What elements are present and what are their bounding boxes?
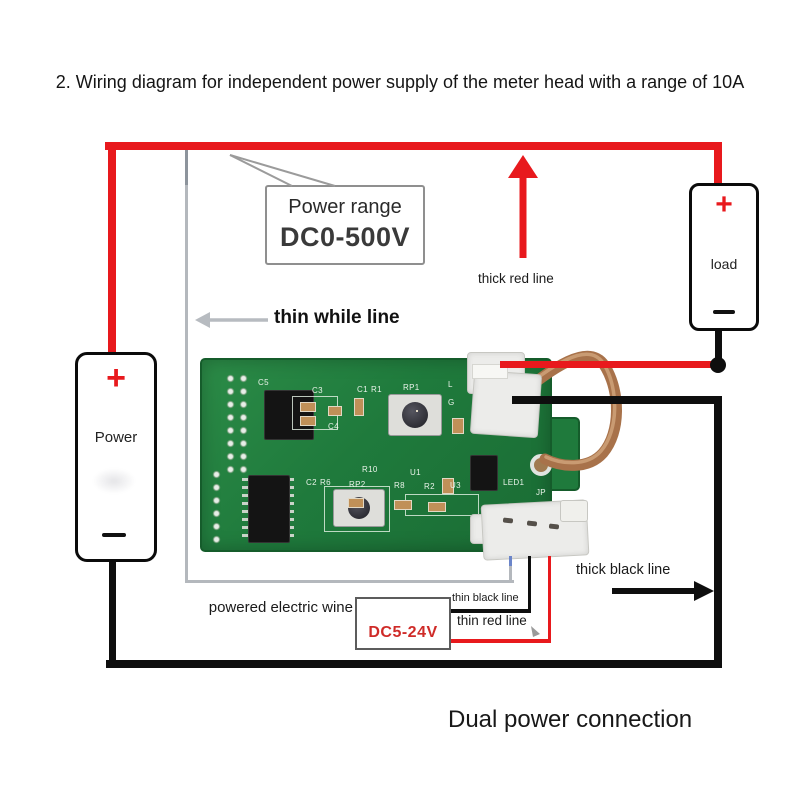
thick-black-wire-right xyxy=(714,396,722,668)
pcb-resistor xyxy=(428,502,446,512)
red-arrow-shaft xyxy=(519,174,527,258)
pcb-resistor xyxy=(354,398,364,416)
callout-line xyxy=(229,154,336,187)
pcb-resistor xyxy=(300,416,316,426)
thick-black-wire-left xyxy=(108,554,116,668)
pcb-resistor xyxy=(394,500,412,510)
pcb-silk-label: C1 xyxy=(357,385,368,394)
pcb-header-pads xyxy=(224,372,250,476)
red-wire-pcb-to-load xyxy=(500,361,714,368)
thick-red-wire-to-load xyxy=(714,142,722,186)
footer-caption: Dual power connection xyxy=(448,706,693,733)
thick-black-wire-bottom xyxy=(106,660,722,668)
pcb-silk-label: C4 xyxy=(328,422,339,431)
pcb-silk-label: RP1 xyxy=(403,383,420,392)
diagram-title: 2. Wiring diagram for independent power … xyxy=(55,72,745,92)
thin-white-wire-top-segment xyxy=(184,147,188,185)
thin-white-line-label: thin while line xyxy=(274,307,400,328)
thick-black-wire-horizontal xyxy=(512,396,722,404)
pcb-resistor xyxy=(328,406,342,416)
pcb-silk-label: RP2 xyxy=(349,480,366,489)
pcb-silk-label: U3 xyxy=(450,481,461,490)
load-box: + load xyxy=(689,183,759,331)
pcb-resistor xyxy=(348,498,364,508)
load-label: load xyxy=(710,256,738,272)
gray-arrow-head xyxy=(195,312,210,328)
thick-red-wire-top xyxy=(105,142,722,150)
watermark-smudge xyxy=(92,468,136,494)
thin-red-wire-horizontal xyxy=(447,639,551,643)
pcb-silk-label: R10 xyxy=(362,465,378,474)
red-arrow-head xyxy=(508,155,538,178)
small-pointer-mark xyxy=(531,626,540,637)
pcb-resistor xyxy=(452,418,464,434)
callout-line xyxy=(229,154,293,187)
power-plus-symbol: + xyxy=(106,359,126,397)
black-arrow-shaft xyxy=(612,588,696,594)
pcb-silk-label: G xyxy=(448,398,455,407)
power-range-title: Power range xyxy=(288,196,402,218)
pcb-silk-label: R2 xyxy=(424,482,435,491)
load-minus-symbol xyxy=(713,310,735,314)
pcb-silk-label: R6 xyxy=(320,478,331,487)
dc-input-box: DC5-24V xyxy=(355,597,451,650)
pcb-silk-label: LED1 xyxy=(503,478,525,487)
pcb-trimmer-rp1 xyxy=(388,394,442,436)
load-plus-symbol: + xyxy=(715,188,733,221)
pcb-silk-label: C5 xyxy=(258,378,269,387)
thin-white-wire-horizontal xyxy=(184,579,514,583)
pcb-silk-label: C3 xyxy=(312,386,323,395)
pcb-silk-label: R1 xyxy=(371,385,382,394)
load-negative-stub xyxy=(714,325,722,363)
dc-input-range: DC5-24V xyxy=(368,624,438,641)
black-arrow-head xyxy=(694,581,714,601)
pcb-mcu-chip xyxy=(264,390,314,440)
pcb-regulator-chip xyxy=(470,455,498,491)
thin-black-wire-horizontal xyxy=(447,609,531,613)
wire-junction-dot xyxy=(710,357,726,373)
thin-white-wire-riser xyxy=(508,556,512,583)
pcb-dip-chip xyxy=(248,475,290,543)
pcb-left-pads xyxy=(210,468,223,546)
thick-red-line-label: thick red line xyxy=(478,271,554,286)
thin-white-wire-vertical xyxy=(184,147,188,583)
pcb-bottom-connector-tab xyxy=(560,500,588,522)
power-range-callout: Power range DC0-500V xyxy=(265,185,425,265)
power-label: Power xyxy=(94,429,138,446)
pcb-resistor xyxy=(416,410,418,412)
pcb-silk-label: R8 xyxy=(394,481,405,490)
thin-black-wire-vertical xyxy=(527,556,531,612)
thin-red-wire-vertical xyxy=(547,556,551,642)
pcb-resistor xyxy=(300,402,316,412)
pcb-silk-label: U1 xyxy=(410,468,421,477)
pcb-silk-label: C2 xyxy=(306,478,317,487)
pcb-dip-pins-right xyxy=(288,478,294,538)
thick-black-line-label: thick black line xyxy=(576,562,671,578)
thin-blue-wire-segment xyxy=(508,556,512,566)
powered-wire-note: powered electric wine xyxy=(208,599,353,616)
pcb-resistor xyxy=(442,478,454,494)
power-source-box: + Power xyxy=(75,352,157,562)
pcb-top-connector-slot xyxy=(472,364,508,379)
power-range-value: DC0-500V xyxy=(279,222,411,252)
pcb-silk-label: L xyxy=(448,380,453,389)
power-minus-symbol xyxy=(102,532,126,537)
pcb-silk-outline xyxy=(324,486,390,532)
thin-black-line-label: thin black line xyxy=(452,592,519,604)
pcb-silk-label: JP xyxy=(536,488,546,497)
pcb-dip-pins-left xyxy=(242,478,248,538)
thick-red-wire-left xyxy=(108,142,116,352)
thin-red-line-label: thin red line xyxy=(457,613,527,628)
